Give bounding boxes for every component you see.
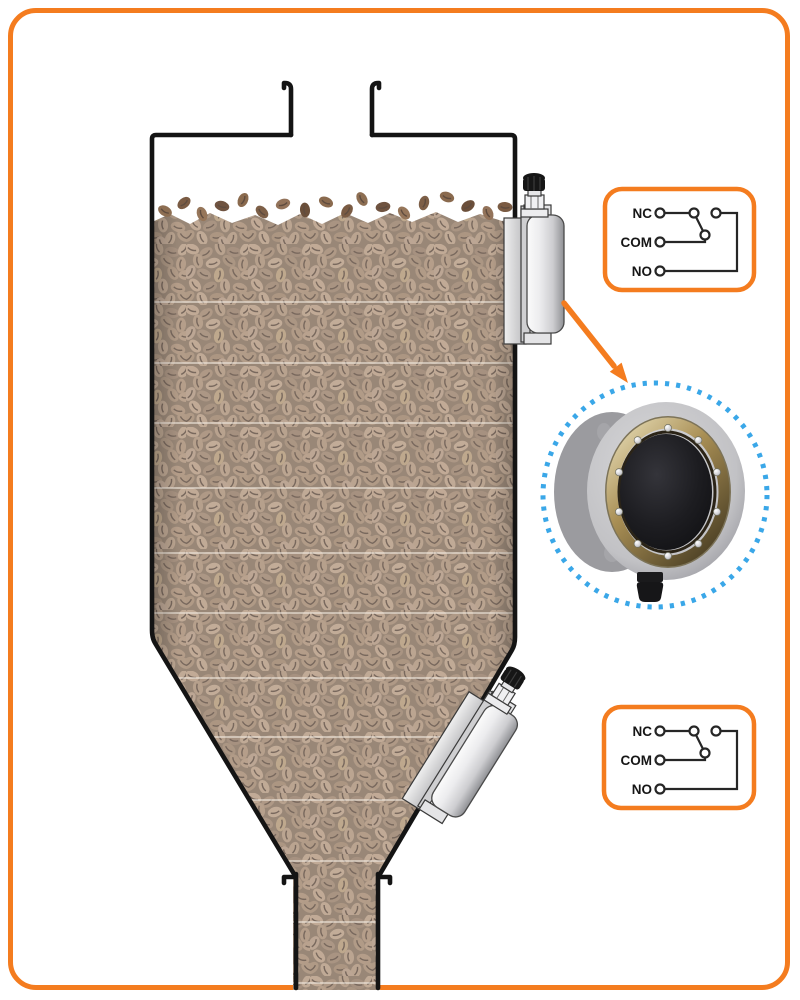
hopper-silo	[149, 80, 518, 991]
nc-label: NC	[633, 206, 653, 221]
switch-diagram-bottom: NC COM NO	[601, 704, 757, 811]
hopper-wall-right	[369, 132, 518, 991]
coffee-bean-fill	[151, 189, 516, 990]
com-label: COM	[621, 753, 653, 768]
inlet-chute	[281, 80, 382, 138]
no-label: NO	[632, 782, 652, 797]
hopper-wall-left	[149, 132, 299, 991]
pointer-arrow-icon	[561, 300, 628, 383]
photo-cable-gland-icon	[636, 572, 664, 602]
brass-clamp-ring	[606, 417, 730, 567]
nc-label: NC	[633, 724, 653, 739]
spout-flange-stubs	[281, 874, 393, 886]
switch-diagram-top: NC COM NO	[602, 186, 757, 293]
sensor-closeup-photo	[554, 402, 745, 602]
rubber-diaphragm	[620, 434, 712, 550]
outer-orange-border	[8, 8, 790, 990]
com-label: COM	[621, 235, 653, 250]
zoom-indicator-circle	[540, 380, 770, 610]
ring-screws	[615, 424, 721, 560]
no-label: NO	[632, 264, 652, 279]
